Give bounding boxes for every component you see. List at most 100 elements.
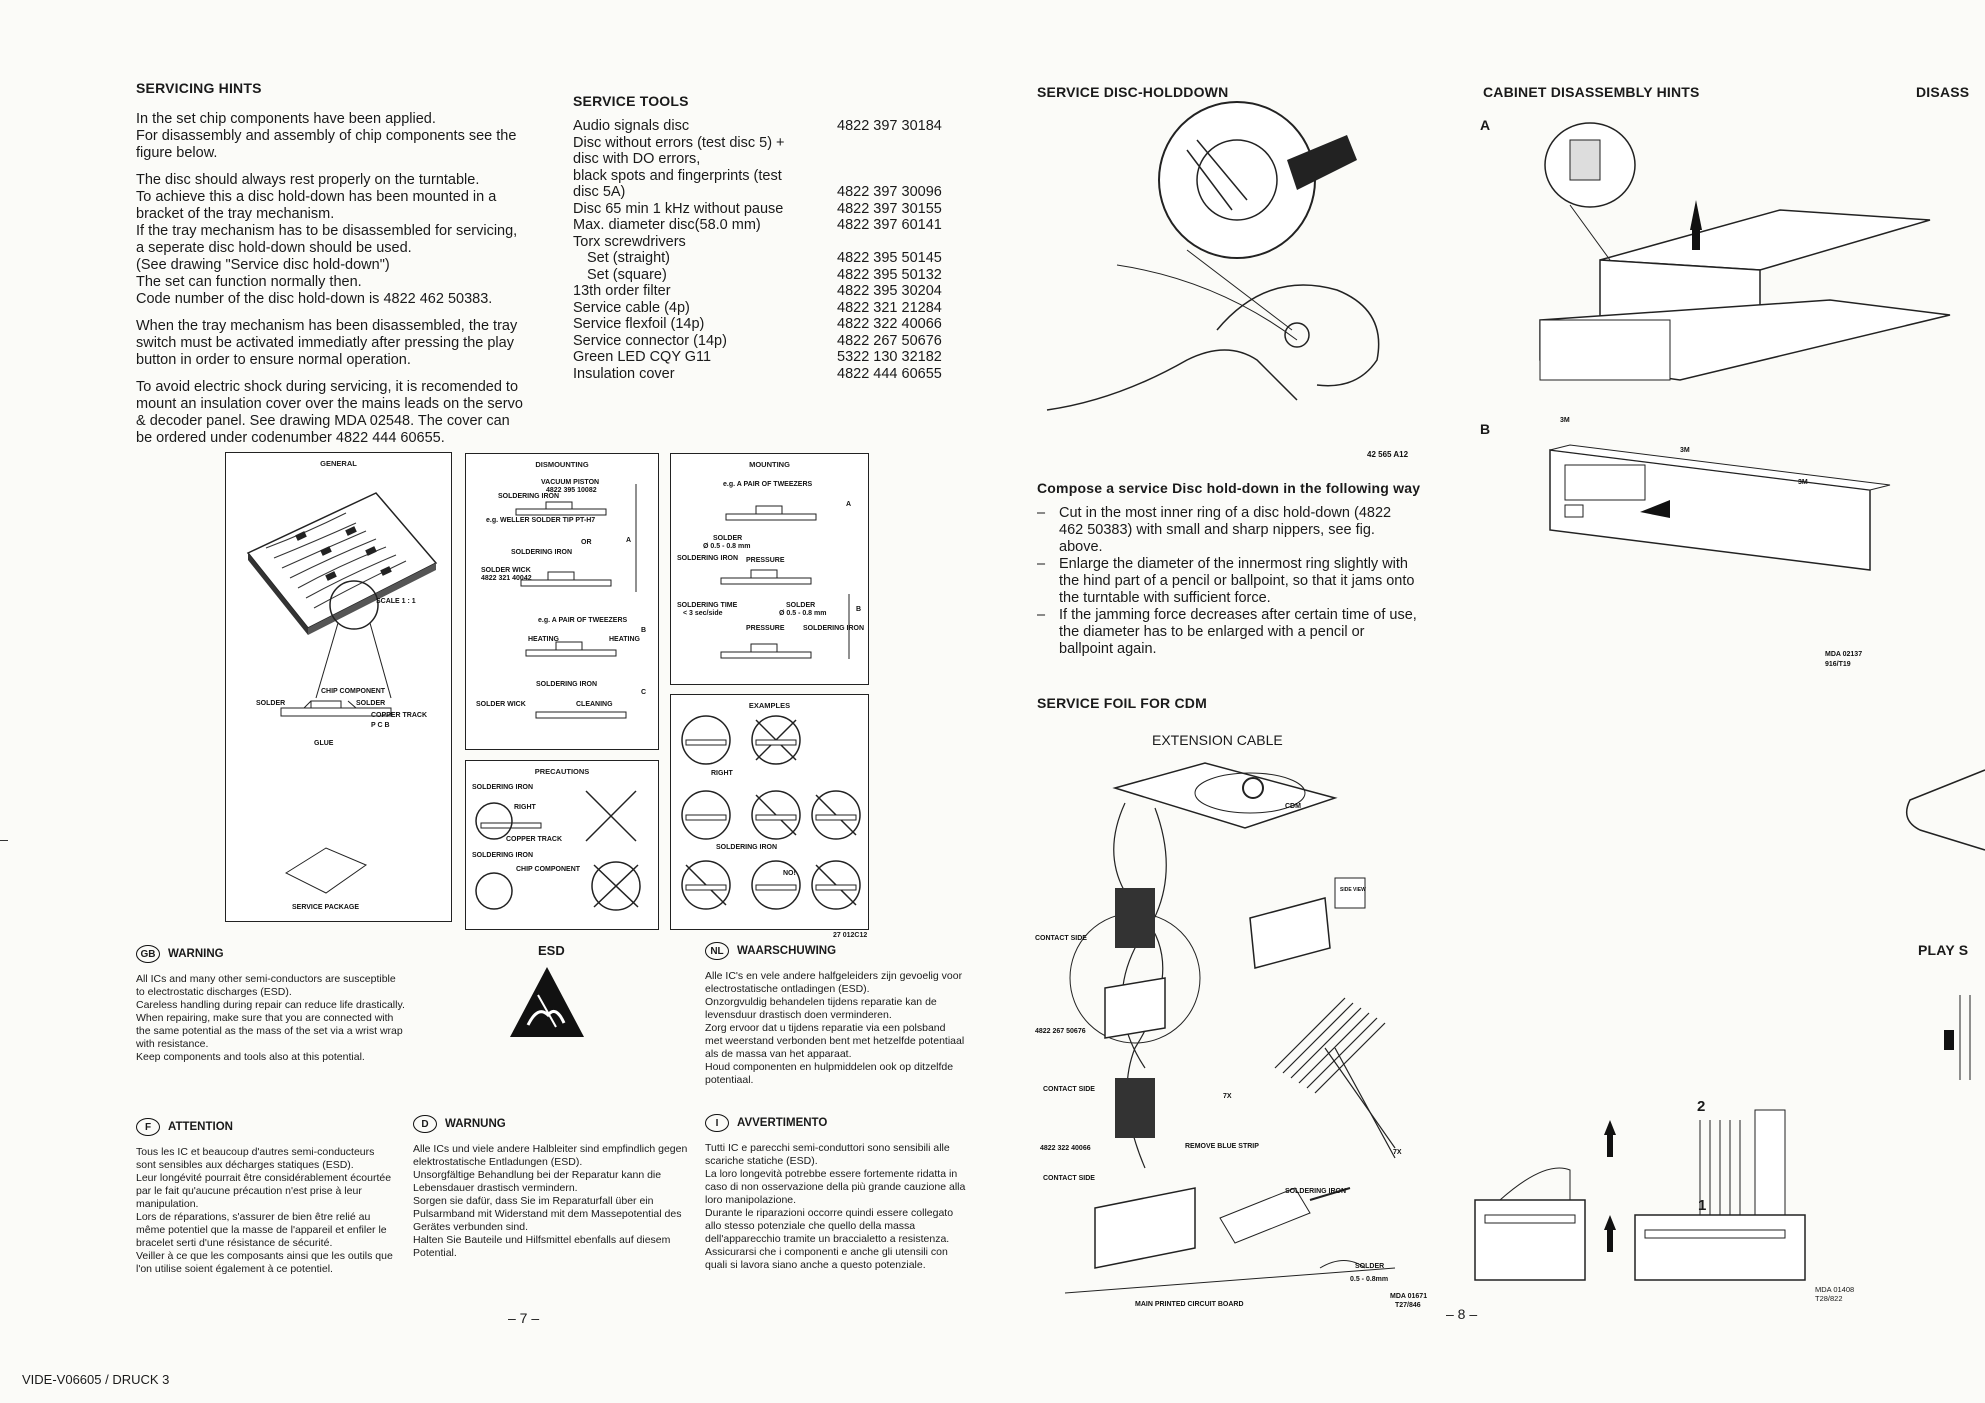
tool-row: black spots and fingerprints (test [573,167,782,184]
i-badge: I [705,1114,729,1132]
warning-d: D WARNUNG Alle ICs und viele andere Halbl… [413,1115,698,1260]
cdm-label: CDM [1285,803,1301,810]
holddown-step: If the jamming force decreases after cer… [1037,607,1417,658]
examples-figure: EXAMPLES RIGHT SOLDERING IRON NO! [670,694,869,930]
dismounting-figure: DISMOUNTING VACUUM PISTON 4822 395 10082… [465,453,659,750]
tool-row: Max. diameter disc(58.0 mm)4822 397 6014… [573,217,942,233]
screw-label: 3M [1560,417,1570,424]
tool-row: Set (square)4822 395 50132 [587,266,942,283]
chip-component-label: CHIP COMPONENT [321,688,386,695]
soldering-iron-label: SOLDERING IRON [536,681,597,688]
side-view-label: SIDE VIEW [1340,887,1366,893]
soldering-iron-label: SOLDERING IRON [472,852,533,859]
heating-label: HEATING [528,636,560,643]
examples-title: EXAMPLES [748,701,791,710]
contact-side-label: CONTACT SIDE [1035,935,1087,942]
screw-label: 3M [1680,447,1690,454]
general-figure: GENERAL SCALE 1 : 1 CHIP COMPONENT SOLDE… [225,452,452,922]
tool-row: Service cable (4p)4822 321 21284 [573,299,942,316]
soldering-iron-label: SOLDERING IRON [803,625,864,632]
solder-label: SOLDER [256,700,285,707]
precautions-figure: PRECAUTIONS SOLDERING IRON RIGHT COPPER … [465,760,659,930]
pressure-label: PRESSURE [746,625,785,632]
scale-label: SCALE 1 : 1 [376,598,416,605]
gb-badge: GB [136,945,160,963]
warning-text: Tutti IC e parecchi semi-conduttori sono… [705,1142,966,1271]
section-a-label: A [626,537,631,544]
esd-label: ESD [538,943,565,958]
page-number-right: – 8 – [1446,1306,1478,1322]
cabinet-b-drawing: 3M 3M 3M MDA 02137 916/T19 [1549,417,1891,668]
tweezers-label: e.g. A PAIR OF TWEEZERS [723,481,813,488]
mounting-drawing: e.g. A PAIR OF TWEEZERS A SOLDER Ø 0.5 -… [677,481,864,659]
tool-row: Set (straight)4822 395 50145 [587,250,942,266]
tool-row: disc with DO errors, [573,151,701,167]
pcb-drawing: SCALE 1 : 1 CHIP COMPONENT SOLDER SOLDER… [246,492,438,911]
soldering-iron-label: SOLDERING IRON [677,555,738,562]
vacuum-code-label: 4822 395 10082 [546,487,597,494]
step-number: 2 [1697,1098,1706,1115]
mda-label: 916/T19 [1825,661,1851,668]
copper-track-label: COPPER TRACK [506,836,562,843]
wick-code-label: 4822 321 40042 [481,575,532,582]
mda-label: MDA 01671 [1390,1293,1427,1300]
screw-label: 3M [1798,479,1808,486]
soldering-iron-label: SOLDERING IRON [716,844,777,851]
solder-size-label: 0.5 - 0.8mm [1350,1276,1388,1283]
cabinet-title: CABINET DISASSEMBLY HINTS [1483,84,1700,100]
disassembly-heading-cut: DISASS [1916,84,1970,100]
f-badge: F [136,1118,160,1136]
servicing-hints-text: In the set chip components have been app… [136,111,526,457]
weller-label: e.g. WELLER SOLDER TIP PT-H7 [486,517,595,524]
service-foil-title: SERVICE FOIL FOR CDM [1037,695,1207,711]
tool-row: Disc without errors (test disc 5) + [573,134,785,151]
soldering-time-label: SOLDERING TIME [677,602,738,609]
main-board-label: MAIN PRINTED CIRCUIT BOARD [1135,1301,1244,1308]
warning-i: I AVVERTIMENTO Tutti IC e parecchi semi-c… [705,1114,970,1272]
disc-holddown-code: 42 565 A12 [1367,450,1409,459]
cleaning-label: CLEANING [576,701,613,708]
hint-paragraph: To avoid electric shock during servicing… [136,379,523,446]
service-package-label: SERVICE PACKAGE [292,904,359,911]
tweezers-label: e.g. A PAIR OF TWEEZERS [538,617,628,624]
warning-text: All ICs and many other semi-conductors a… [136,973,405,1063]
right-label: RIGHT [711,770,734,777]
play-heading-cut: PLAY S [1918,942,1969,958]
holddown-step: Cut in the most inner ring of a disc hol… [1037,505,1417,556]
precautions-drawing: SOLDERING IRON RIGHT COPPER TRACK SOLDER… [472,784,641,911]
contact-side-label: CONTACT SIDE [1043,1175,1095,1182]
section-c-label: C [641,689,646,696]
copper-track-label: COPPER TRACK [371,712,427,719]
nl-badge: NL [705,942,729,960]
warning-text: Alle ICs und viele andere Halbleiter sin… [413,1143,688,1259]
disc-holddown-title: SERVICE DISC-HOLDDOWN [1037,84,1229,100]
general-title: GENERAL [320,459,357,468]
cabinet-a-drawing [1539,122,1951,381]
or-label: OR [581,539,592,546]
chip-component-label: CHIP COMPONENT [516,866,581,873]
esd-warning-icon [510,967,584,1037]
pressure-label: PRESSURE [746,557,785,564]
service-tools-title: SERVICE TOOLS [573,93,689,109]
holddown-steps: Cut in the most inner ring of a disc hol… [1037,505,1417,658]
d-badge: D [413,1115,437,1133]
hint-paragraph: In the set chip components have been app… [136,111,517,161]
soldering-iron-label: SOLDERING IRON [511,549,572,556]
solder-label: SOLDER [713,535,742,542]
solder-label: SOLDER [1355,1263,1384,1270]
connector-code-label: 4822 267 50676 [1035,1028,1086,1035]
precautions-title: PRECAUTIONS [534,767,590,776]
warning-title: AVVERTIMENTO [737,1117,828,1129]
warning-title: WARNUNG [445,1118,506,1130]
warning-title: WARNING [168,948,224,960]
servicing-hints-title: SERVICING HINTS [136,80,262,96]
page-number-left: – 7 – [508,1310,540,1326]
soldering-iron-label: SOLDERING IRON [498,493,559,500]
service-foil-drawing: SIDE VIEW CONTACT SIDE 4822 267 50676 CO… [1035,762,1427,1309]
